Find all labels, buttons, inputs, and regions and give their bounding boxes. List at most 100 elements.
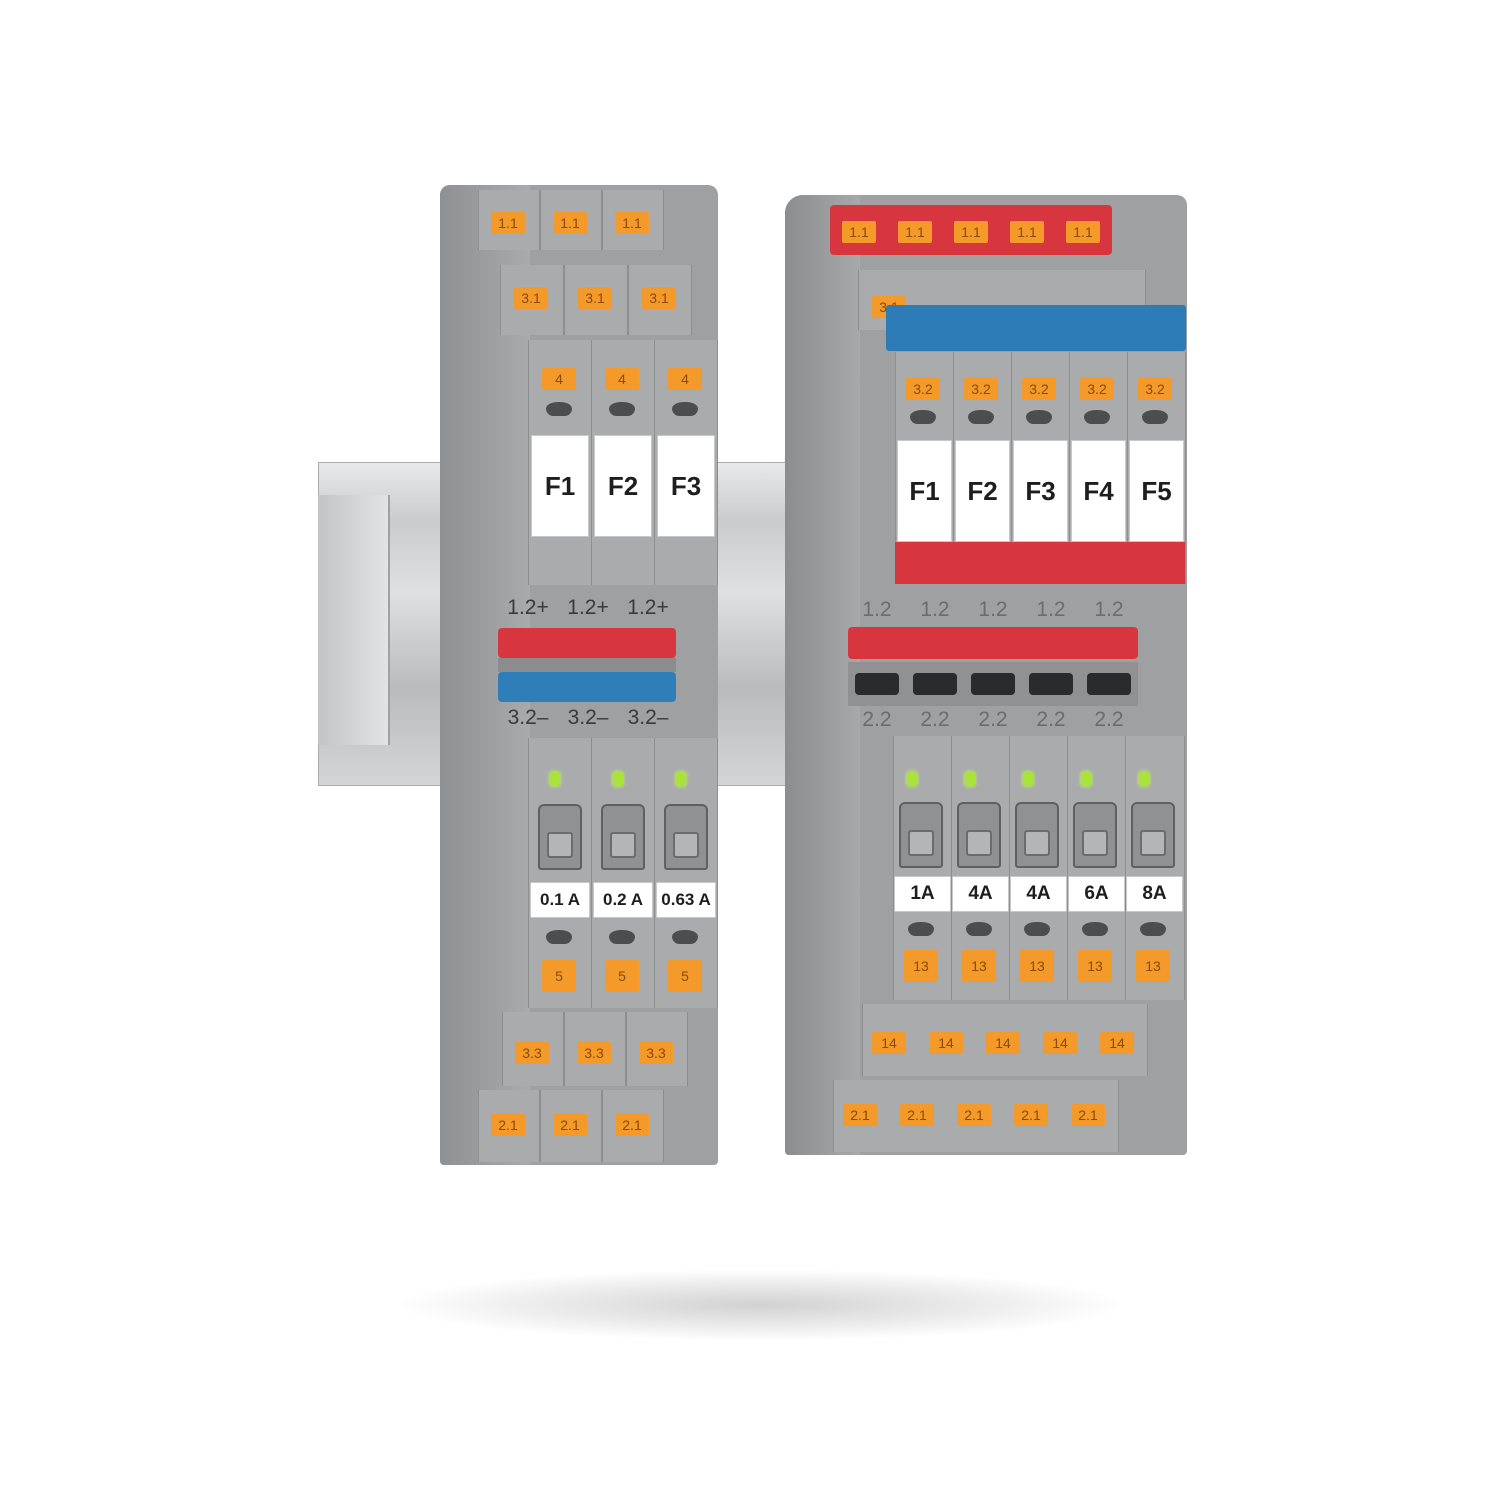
bridge-marking: 2.2 (978, 708, 1008, 731)
bridge-slot (971, 673, 1015, 695)
bridge-marking: 2.2 (862, 708, 892, 731)
bridge-marking: 1.2 (862, 598, 892, 621)
right-block-side-panel (785, 195, 860, 1155)
terminal-label[interactable]: 5 (605, 960, 639, 992)
push-release-hole (609, 930, 635, 944)
terminal-label[interactable]: 14 (872, 1032, 906, 1054)
blue-plug-in-bridge[interactable] (498, 672, 676, 702)
bridge-marking: 1.2 (920, 598, 950, 621)
status-led (613, 772, 623, 786)
right-fuse-module-row: 3.2 3.2 3.2 3.2 3.2 F1 F2 F3 F4 F5 (895, 352, 1186, 584)
current-rating-label: 4A (952, 876, 1009, 912)
terminal-label[interactable]: 3.1 (642, 287, 676, 309)
terminal-label[interactable]: 2.1 (957, 1104, 991, 1126)
terminal-label[interactable]: 3.2 (964, 378, 998, 400)
terminal-label[interactable]: 5 (542, 960, 576, 992)
terminal-label[interactable]: 5 (668, 960, 702, 992)
left-row-7: 2.1 2.1 2.1 (478, 1090, 664, 1162)
terminal-label[interactable]: 1.1 (1066, 221, 1100, 243)
breaker-lever[interactable] (664, 804, 708, 870)
breaker-lever[interactable] (538, 804, 582, 870)
terminal-label[interactable]: 13 (1078, 950, 1112, 982)
breaker-lever[interactable] (1073, 802, 1117, 868)
right-breaker-row: 1A 4A 4A 6A 8A 13 13 13 13 13 (893, 736, 1185, 1000)
push-release-hole (1026, 410, 1052, 424)
terminal-label[interactable]: 2.1 (615, 1114, 649, 1136)
terminal-label[interactable]: 4 (542, 368, 576, 390)
terminal-label[interactable]: 1.1 (1010, 221, 1044, 243)
push-release-hole (672, 402, 698, 416)
push-release-hole (546, 402, 572, 416)
terminal-label[interactable]: 14 (1100, 1032, 1134, 1054)
terminal-label[interactable]: 13 (904, 950, 938, 982)
current-rating-label: 1A (894, 876, 951, 912)
current-rating-label: 0.2 A (593, 882, 653, 918)
terminal-label[interactable]: 14 (929, 1032, 963, 1054)
terminal-label[interactable]: 3.1 (578, 287, 612, 309)
red-plug-in-bridge[interactable] (848, 627, 1138, 659)
push-release-hole (1082, 922, 1108, 936)
bridge-marking: 1.2+ (507, 596, 549, 619)
terminal-label[interactable]: 4 (605, 368, 639, 390)
bridge-marking: 1.2+ (627, 596, 669, 619)
terminal-label[interactable]: 3.2 (906, 378, 940, 400)
push-release-hole (546, 930, 572, 944)
terminal-label[interactable]: 1.1 (842, 221, 876, 243)
terminal-label[interactable]: 14 (986, 1032, 1020, 1054)
terminal-label[interactable]: 3.1 (514, 287, 548, 309)
breaker-lever[interactable] (601, 804, 645, 870)
breaker-lever[interactable] (899, 802, 943, 868)
terminal-label[interactable]: 2.1 (843, 1104, 877, 1126)
terminal-label[interactable]: 3.3 (639, 1042, 673, 1064)
terminal-label[interactable]: 1.1 (615, 212, 649, 234)
terminal-label[interactable]: 3.2 (1080, 378, 1114, 400)
terminal-label[interactable]: 14 (1043, 1032, 1077, 1054)
current-rating-label: 0.63 A (656, 882, 716, 918)
terminal-label[interactable]: 4 (668, 368, 702, 390)
breaker-lever[interactable] (957, 802, 1001, 868)
push-release-hole (1024, 922, 1050, 936)
status-led (676, 772, 686, 786)
terminal-label[interactable]: 2.1 (1014, 1104, 1048, 1126)
terminal-label[interactable]: 1.1 (954, 221, 988, 243)
push-release-hole (968, 410, 994, 424)
push-release-hole (910, 410, 936, 424)
terminal-label[interactable]: 3.3 (515, 1042, 549, 1064)
terminal-label[interactable]: 3.3 (577, 1042, 611, 1064)
red-fuse-carrier-base (895, 542, 1185, 584)
current-rating-label: 6A (1068, 876, 1125, 912)
terminal-label[interactable]: 3.2 (1138, 378, 1172, 400)
breaker-lever[interactable] (1131, 802, 1175, 868)
terminal-label[interactable]: 2.1 (553, 1114, 587, 1136)
bridge-marking: 3.2– (627, 706, 669, 729)
terminal-label[interactable]: 2.1 (900, 1104, 934, 1126)
terminal-label[interactable]: 13 (962, 950, 996, 982)
bridge-marking: 1.2 (1036, 598, 1066, 621)
terminal-label[interactable]: 13 (1136, 950, 1170, 982)
current-rating-label: 0.1 A (530, 882, 590, 918)
terminal-label[interactable]: 1.1 (898, 221, 932, 243)
push-release-hole (672, 930, 698, 944)
right-row-1: 1.1 1.1 1.1 1.1 1.1 (830, 205, 1112, 255)
terminal-label[interactable]: 2.1 (1071, 1104, 1105, 1126)
breaker-lever[interactable] (1015, 802, 1059, 868)
fuse-marker-label: F1 (531, 435, 589, 537)
blue-cover-bridge[interactable] (886, 305, 1186, 351)
terminal-label[interactable]: 1.1 (491, 212, 525, 234)
left-fuse-module-row: 4 4 4 F1 F2 F3 (528, 340, 718, 585)
push-release-hole (908, 922, 934, 936)
terminal-label[interactable]: 1.1 (553, 212, 587, 234)
bridge-marking: 2.2 (1094, 708, 1124, 731)
red-plug-in-bridge[interactable] (498, 628, 676, 658)
terminal-label[interactable]: 2.1 (491, 1114, 525, 1136)
terminal-label[interactable]: 3.2 (1022, 378, 1056, 400)
bridge-marking: 2.2 (1036, 708, 1066, 731)
bridge-marking: 1.2+ (567, 596, 609, 619)
bridge-slot (913, 673, 957, 695)
terminal-label[interactable]: 13 (1020, 950, 1054, 982)
bridge-marking: 3.2– (567, 706, 609, 729)
din-rail-lip (318, 495, 390, 745)
fuse-marker-label: F4 (1071, 440, 1126, 542)
status-led (1139, 772, 1149, 786)
fuse-marker-label: F2 (955, 440, 1010, 542)
